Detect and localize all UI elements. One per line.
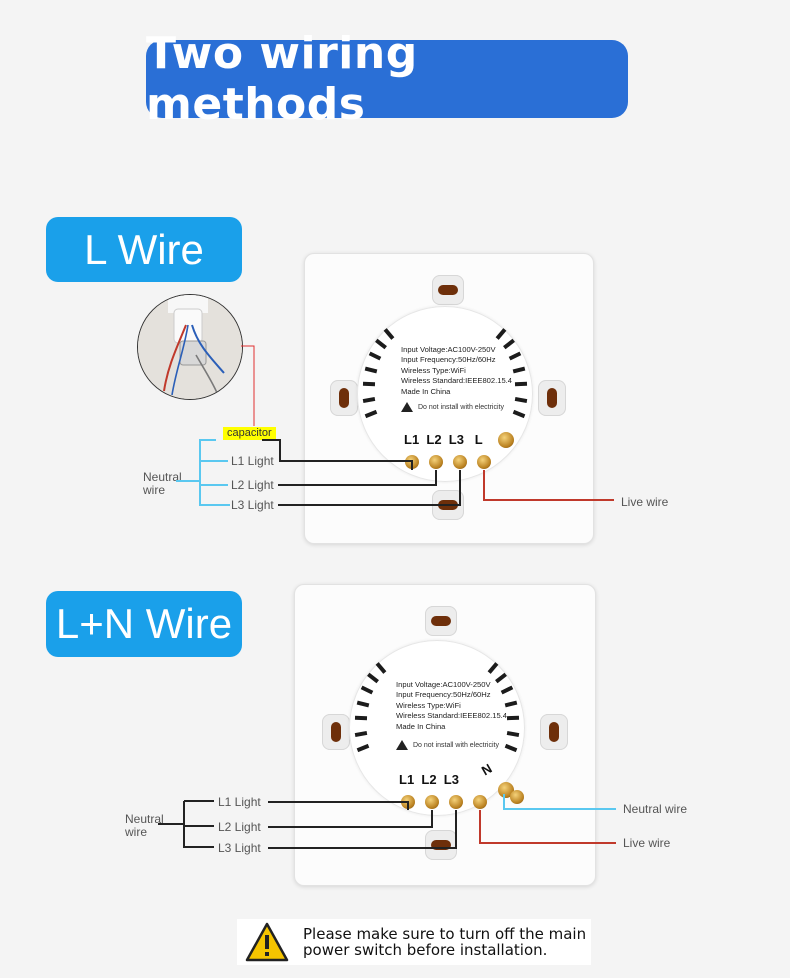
l2-light-label: L2 Light xyxy=(231,478,274,492)
spec-frequency: Input Frequency:50Hz/60Hz xyxy=(396,690,491,700)
capacitor-label: capacitor xyxy=(223,427,276,440)
neutral-wire-label-right: Neutral wire xyxy=(623,802,688,816)
capacitor-lead-wire xyxy=(241,345,255,426)
mount-hole-top xyxy=(432,275,464,305)
l1-light-wire xyxy=(268,801,409,810)
mount-hole-bottom xyxy=(425,830,457,860)
spec-wireless-standard: Wireless Standard:IEEE802.15.4 xyxy=(401,376,513,386)
terminal-screw xyxy=(425,795,439,809)
spec-origin: Made In China xyxy=(401,386,451,396)
live-wire-l xyxy=(483,470,614,501)
mount-hole-right xyxy=(538,380,566,416)
neutral-wire-l xyxy=(199,439,230,506)
l3-light-label: L3 Light xyxy=(218,841,261,855)
l2-light-wire xyxy=(278,470,437,486)
terminal-screw xyxy=(473,795,487,809)
l1-light-label: L1 Light xyxy=(218,795,261,809)
terminal-labels-l: L1 L2 L3 L xyxy=(404,432,483,447)
device-warning-ln: Do not install with electricity xyxy=(396,740,499,750)
spec-voltage: Input Voltage:AC100V-250V xyxy=(396,680,491,689)
warning-triangle-icon xyxy=(396,740,408,750)
spec-frequency: Input Frequency:50Hz/60Hz xyxy=(401,355,496,365)
l3-light-wire xyxy=(268,810,457,849)
warning-triangle-icon xyxy=(401,402,413,412)
l3-light-wire xyxy=(278,470,461,506)
terminal-screw xyxy=(449,795,463,809)
capacitor-photo xyxy=(137,294,243,400)
warning-text: Please make sure to turn off the main po… xyxy=(303,926,586,958)
live-wire-label-ln: Live wire xyxy=(623,836,671,850)
switch-module-ln xyxy=(349,640,525,816)
terminal-screw xyxy=(477,455,491,469)
section-l-wire-label: L Wire xyxy=(46,217,242,282)
mount-hole-top xyxy=(425,606,457,636)
terminal-screw xyxy=(453,455,467,469)
spec-wireless-type: Wireless Type:WiFi xyxy=(396,700,461,710)
spec-wireless-type: Wireless Type:WiFi xyxy=(401,365,466,375)
warning-triangle-icon xyxy=(245,922,289,962)
capacitor-wire xyxy=(262,439,413,470)
l2-light-wire xyxy=(268,810,433,828)
neutral-wire-label-ln: Neutral wire xyxy=(125,812,164,839)
l2-light-label: L2 Light xyxy=(218,820,261,834)
live-wire-label-l: Live wire xyxy=(621,495,669,509)
device-spec-label-ln: Input Voltage:AC100V-250V Input Frequenc… xyxy=(396,680,507,732)
installation-warning: Please make sure to turn off the main po… xyxy=(237,919,591,965)
section-ln-wire-label: L+N Wire xyxy=(46,591,242,657)
spec-origin: Made In China xyxy=(396,721,446,731)
switch-module-l xyxy=(357,306,533,482)
neutral-wire-ln xyxy=(183,801,214,848)
mount-hole-left xyxy=(330,380,358,416)
device-warning-l: Do not install with electricity xyxy=(401,402,504,412)
terminal-screw xyxy=(429,455,443,469)
terminal-screw xyxy=(498,432,514,448)
spec-wireless-standard: Wireless Standard:IEEE802.15.4 xyxy=(396,711,508,721)
terminal-labels-ln: L1 L2 L3 xyxy=(399,772,459,787)
mount-hole-left xyxy=(322,714,350,750)
l1-light-label: L1 Light xyxy=(231,454,274,468)
l3-light-label: L3 Light xyxy=(231,498,274,512)
warning-line-2: power switch before installation. xyxy=(303,941,548,959)
terminal-screw xyxy=(510,790,524,804)
neutral-wire-right xyxy=(503,794,616,810)
warning-line-1: Please make sure to turn off the main xyxy=(303,925,587,943)
mount-hole-right xyxy=(540,714,568,750)
live-wire-ln xyxy=(479,810,616,844)
neutral-wire-label-l: Neutral wire xyxy=(143,470,182,497)
spec-voltage: Input Voltage:AC100V-250V xyxy=(401,345,496,354)
device-spec-label-l: Input Voltage:AC100V-250V Input Frequenc… xyxy=(401,345,512,397)
